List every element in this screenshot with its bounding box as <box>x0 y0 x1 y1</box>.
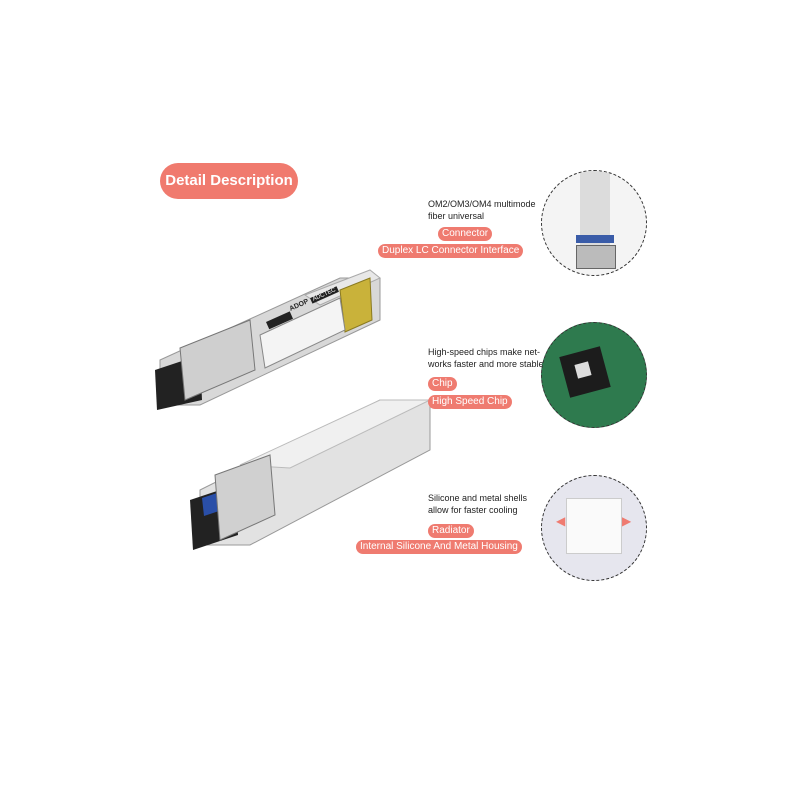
detail-description-title: Detail Description <box>160 163 298 199</box>
radiator-label: Radiator <box>428 524 474 538</box>
connector-sublabel: Duplex LC Connector Interface <box>378 244 524 258</box>
description-line: fiber universal <box>428 211 485 221</box>
connector-detail-circle <box>541 170 647 276</box>
bottom-transceiver <box>190 399 431 550</box>
sfp-transceiver-images <box>155 269 431 550</box>
top-transceiver <box>155 269 381 410</box>
description-line: High-speed chips make net- <box>428 347 541 357</box>
description-line: allow for faster cooling <box>428 505 518 515</box>
chip-detail-circle <box>541 322 647 428</box>
connector-label: Connector <box>438 227 493 241</box>
description-line: Silicone and metal shells <box>428 493 528 503</box>
radiator-sublabel: Internal Silicone And Metal Housing <box>356 540 522 554</box>
feature-connector-description: OM2/OM3/OM4 multimode fiber universal <box>428 198 536 222</box>
feature-radiator-description: Silicone and metal shells allow for fast… <box>428 492 527 516</box>
feature-chip-description: High-speed chips make net- works faster … <box>428 346 544 370</box>
description-line: OM2/OM3/OM4 multimode <box>428 199 536 209</box>
radiator-detail-circle: ◀ ▶ <box>541 475 647 581</box>
heat-arrow-icon: ▶ <box>622 514 632 528</box>
chip-sublabel: High Speed Chip <box>428 395 512 409</box>
heat-arrow-icon: ◀ <box>556 514 566 528</box>
chip-label: Chip <box>428 377 457 391</box>
description-line: works faster and more stable <box>428 359 544 369</box>
